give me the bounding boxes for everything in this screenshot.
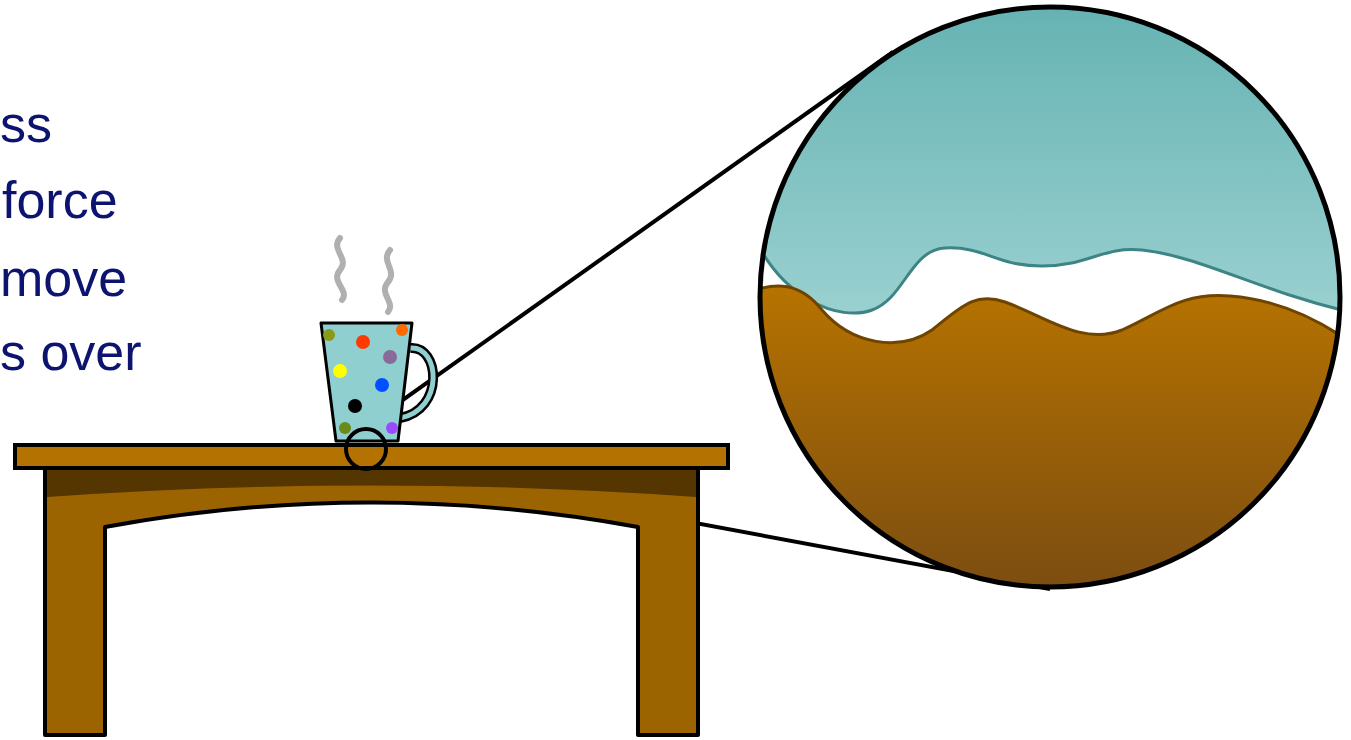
text-fragment: move [0,248,127,308]
text-fragment: ss [0,94,52,154]
steam [337,238,391,312]
magnifier-circle [346,429,386,469]
text-fragment: s over [0,322,142,382]
mug [321,323,433,441]
table [15,445,728,735]
magnified-surfaces [750,0,1350,600]
text-fragment: force [2,170,118,230]
